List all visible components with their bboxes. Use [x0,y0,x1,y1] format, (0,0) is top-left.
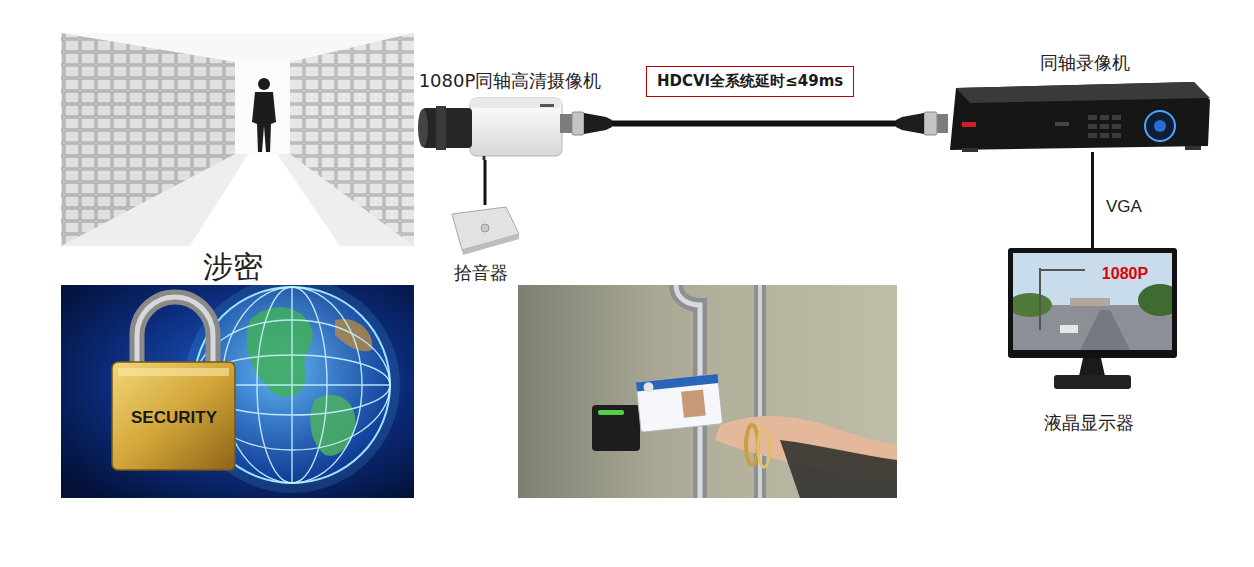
pickup-icon [452,207,519,255]
monitor-node: 液晶显示器 [1008,248,1177,392]
cable [1091,152,1094,248]
pickup-node: 拾音器 [450,205,520,257]
cable [560,121,948,127]
lock-text: SECURITY [131,408,217,428]
archive-photo [61,33,414,246]
node-label: 液晶显示器 [1044,411,1134,435]
node-label: 拾音器 [454,261,508,285]
node-label: 1080P同轴高清摄像机 [419,69,602,93]
security-photo [61,285,414,498]
cable [484,160,487,205]
monitor-icon [1008,248,1182,389]
camera-icon [418,98,562,160]
latency-note: HDCVI全系统延时≤49ms [646,66,854,97]
section-title: 涉密 [203,247,263,288]
bnc-connector [560,112,948,135]
access-photo [518,285,897,498]
dvr-icon [950,82,1210,152]
dvr-node: 同轴录像机 [948,80,1210,152]
resolution-text: 1080P [1102,265,1148,283]
node-label: 同轴录像机 [1040,51,1130,75]
camera-node: 1080P同轴高清摄像机 [418,95,560,160]
signal-name: VGA [1104,197,1144,217]
